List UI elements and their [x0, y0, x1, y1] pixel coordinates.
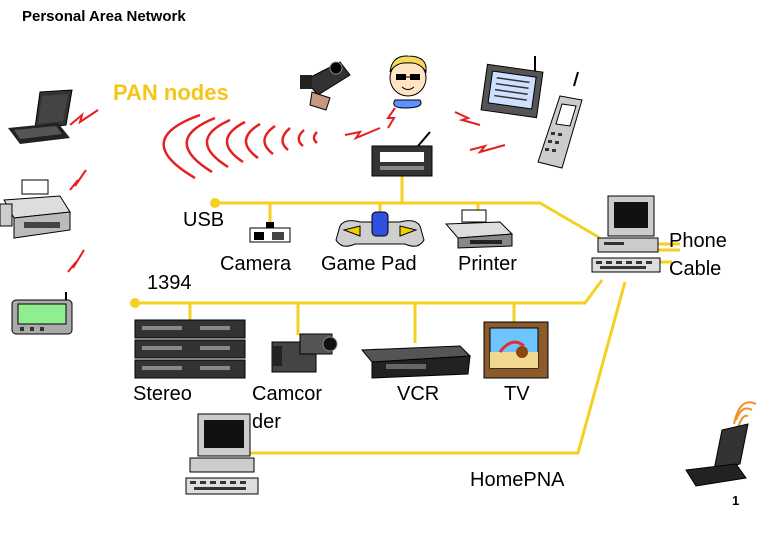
printer-icon — [0, 179, 71, 239]
firewire-bus-end — [130, 298, 140, 308]
gamepad-label: Game Pad — [321, 253, 417, 275]
homepna-label: HomePNA — [470, 469, 565, 491]
usb-bus-line — [215, 201, 601, 240]
page-title: Personal Area Network — [22, 8, 186, 25]
camcorder-label-line1: Camcor — [252, 383, 323, 405]
stereo-label: Stereo — [133, 383, 192, 405]
stereo-icon — [134, 319, 246, 379]
laptop-wireless-icon — [685, 401, 757, 487]
cable-label: Cable — [669, 258, 722, 280]
usb-bus-end — [210, 198, 220, 208]
desktop-pc-bottom-icon — [185, 413, 259, 495]
desktop-pc-icon — [591, 195, 661, 273]
pda-icon — [480, 56, 544, 119]
camera-label: Camera — [220, 253, 292, 275]
vcr-label: VCR — [397, 383, 440, 405]
camcorder-icon — [271, 333, 338, 373]
wireless-arcs — [162, 113, 318, 180]
homepna-line — [245, 281, 627, 455]
pager-icon — [11, 292, 73, 335]
tv-label: TV — [504, 383, 530, 405]
usb-label: USB — [183, 209, 225, 231]
page-number: 1 — [732, 493, 740, 508]
firewire-bus-line — [135, 279, 604, 305]
printer-small-icon — [444, 209, 514, 249]
cell-phone-icon — [537, 71, 583, 169]
phone-label: Phone — [669, 230, 727, 252]
wireless-zigzags — [67, 107, 506, 273]
wireless-hub-icon — [371, 131, 433, 177]
printer-label: Printer — [458, 253, 517, 275]
firewire-label: 1394 — [147, 272, 192, 294]
camera-icon — [249, 222, 291, 243]
person-icon — [389, 55, 427, 109]
pan-nodes-label: PAN nodes — [113, 80, 229, 105]
vcr-icon — [360, 345, 472, 379]
video-camera-icon — [300, 61, 351, 111]
laptop-icon — [8, 89, 73, 144]
gamepad-icon — [335, 211, 425, 247]
camcorder-label-line2: der — [252, 411, 281, 433]
tv-icon — [483, 321, 549, 379]
bus-lines — [130, 175, 680, 455]
